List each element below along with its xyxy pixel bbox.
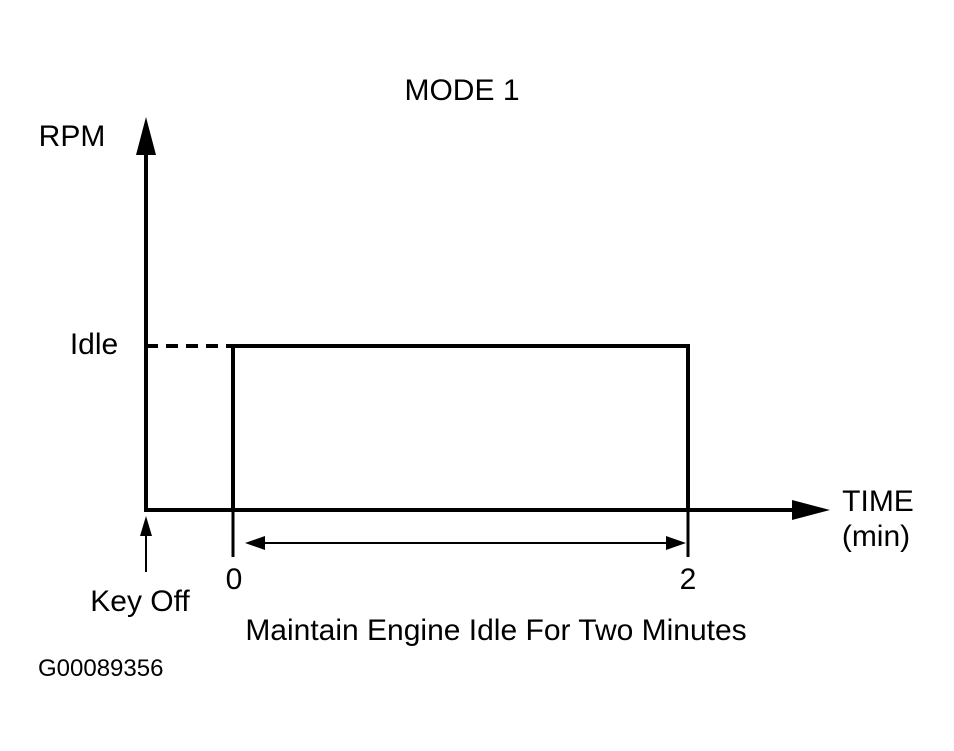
x-axis-label-line2: (min) [842,520,910,553]
idle-level-label: Idle [70,328,118,361]
chart-title: MODE 1 [404,74,519,107]
duration-double-arrow [245,536,686,550]
key-off-arrowhead [140,516,152,536]
duration-caption: Maintain Engine Idle For Two Minutes [245,614,746,647]
x-axis-arrowhead [792,500,830,520]
figure-id: G00089356 [38,655,163,682]
key-off-label: Key Off [90,585,190,618]
x-tick-label-0: 0 [226,563,243,596]
x-axis-label-line1: TIME [842,485,914,518]
y-axis-label: RPM [39,120,106,153]
rpm-series-line [231,344,690,510]
x-tick-label-2: 2 [680,563,697,596]
y-axis-arrowhead [136,117,156,155]
